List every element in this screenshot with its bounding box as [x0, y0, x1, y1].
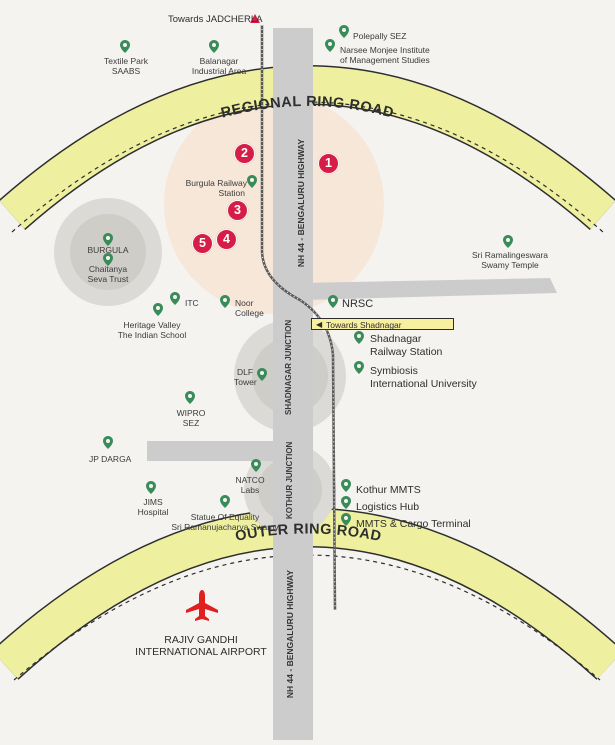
itc-pin-icon[interactable] [170, 292, 180, 305]
nh44-highway [273, 28, 313, 740]
kothur-junction-label: KOTHUR JUNCTION [285, 441, 294, 519]
marker-5[interactable]: 5 [192, 233, 213, 254]
sri-ramalingeswara-pin-icon[interactable] [503, 235, 513, 248]
marker-4[interactable]: 4 [216, 229, 237, 250]
chaitanya-pin-icon[interactable] [103, 253, 113, 266]
airport-label: RAJIV GANDHI INTERNATIONAL AIRPORT [135, 634, 267, 658]
outer-ring-road-label: OUTER RING ROAD [234, 521, 382, 545]
noor-pin-icon[interactable] [220, 295, 230, 308]
shadnagar-junction-label: SHADNAGAR JUNCTION [284, 319, 293, 415]
dlf-pin-icon[interactable] [257, 368, 267, 381]
burgula-pin-icon[interactable] [103, 233, 113, 246]
nrsc-label: NRSC [342, 298, 374, 310]
mmts-cargo-pin-icon[interactable] [341, 513, 351, 526]
narsee-pin-icon[interactable] [325, 39, 335, 52]
polepally-pin-icon[interactable] [339, 25, 349, 38]
textile-park-pin-icon[interactable] [120, 40, 130, 53]
svg-text:OUTER RING ROAD: OUTER RING ROAD [234, 521, 383, 545]
heritage-pin-icon[interactable] [153, 303, 163, 316]
nrsc-road [300, 278, 557, 300]
mmts-cargo-label: MMTS & Cargo Terminal [356, 518, 471, 530]
darga-road [147, 441, 292, 461]
logistics-label: Logistics Hub [356, 501, 420, 513]
statue-pin-icon[interactable] [220, 495, 230, 508]
railway-track [260, 25, 337, 611]
shadnagar-station-pin-icon[interactable] [354, 331, 364, 344]
kothur-mmts-pin-icon[interactable] [341, 479, 351, 492]
nh44-label-upper: NH 44 - BENGALURU HIGHWAY [296, 138, 307, 268]
natco-pin-icon[interactable] [251, 459, 261, 472]
towards-shadnagar-label: ◀ Towards Shadnagar [311, 318, 454, 330]
wipro-pin-icon[interactable] [185, 391, 195, 404]
nh44-label-lower: NH 44 - BENGALURU HIGHWAY [285, 569, 296, 699]
marker-3[interactable]: 3 [227, 200, 248, 221]
north-arrow-icon [250, 14, 260, 23]
itc-label: ITC [185, 298, 199, 308]
symbiosis-pin-icon[interactable] [354, 361, 364, 374]
jp-darga-pin-icon[interactable] [103, 436, 113, 449]
polepally-label: Polepally SEZ [353, 31, 407, 41]
kothur-mmts-label: Kothur MMTS [356, 484, 421, 496]
jims-pin-icon[interactable] [146, 481, 156, 494]
burgula-label: BURGULA [87, 245, 129, 255]
marker-2[interactable]: 2 [234, 143, 255, 164]
jp-darga-label: JP DARGA [89, 454, 132, 464]
towards-jadcherla-label: Towards JADCHERLA [168, 14, 263, 25]
arrow-icon: ◀ [316, 320, 323, 329]
nrsc-pin-icon[interactable] [328, 295, 338, 308]
marker-1[interactable]: 1 [318, 153, 339, 174]
airplane-icon [186, 590, 218, 621]
burgula-station-pin-icon[interactable] [247, 175, 257, 188]
balanagar-pin-icon[interactable] [209, 40, 219, 53]
logistics-pin-icon[interactable] [341, 496, 351, 509]
